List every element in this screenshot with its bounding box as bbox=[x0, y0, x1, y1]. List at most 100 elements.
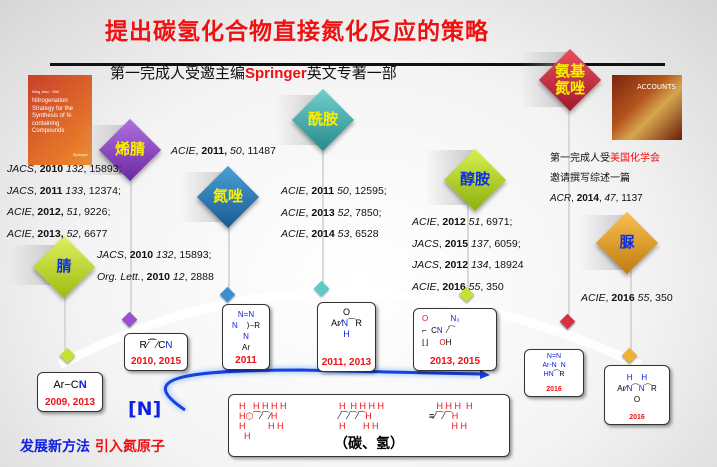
reference: JACS, 2010 132, 15893; bbox=[7, 163, 122, 175]
slogan-part2: 引入氮原子 bbox=[94, 439, 165, 455]
ref-journal: Org. Lett. bbox=[97, 270, 141, 283]
ref-journal: JACS bbox=[7, 163, 34, 175]
ref-journal: ACIE bbox=[412, 280, 437, 293]
reference: ACIE, 2012, 51, 9226; bbox=[7, 206, 111, 218]
azole-label: 氮唑 bbox=[212, 187, 243, 205]
alkenyl-nitrile-refs: JACS, 2010 132, 15893;JACS, 2011 133, 12… bbox=[7, 159, 121, 245]
ref-volume: 132 bbox=[155, 249, 174, 261]
ref-year: 2010 bbox=[39, 163, 64, 175]
timeline-stem bbox=[467, 205, 469, 295]
ref-volume: 51 bbox=[468, 216, 481, 228]
ref-journal: ACIE bbox=[581, 292, 606, 304]
ref-year: 2012, bbox=[37, 206, 64, 218]
accounts-journal-cover: ACCOUNTS bbox=[612, 75, 682, 140]
timeline-stem bbox=[130, 175, 132, 320]
ref-page: 9226; bbox=[84, 206, 111, 218]
acs-note-text: 第一完成人受 bbox=[550, 153, 610, 164]
alkenyl-nitrile-label: 烯腈 bbox=[114, 140, 145, 158]
ref-volume: 132 bbox=[65, 163, 84, 175]
amino-alcohol-label: 醇胺 bbox=[459, 170, 490, 188]
reference: ACIE, 2011, 50, 11487 bbox=[171, 145, 276, 157]
ref-page: 350 bbox=[486, 280, 504, 293]
structure-years: 2011, 2013 bbox=[321, 357, 372, 368]
amino-alcohol-refs: ACIE, 2012 51, 6971;JACS, 2015 137, 6059… bbox=[412, 212, 524, 298]
urea-refs: ACIE, 2016 55, 350 bbox=[581, 288, 673, 310]
timeline-stem bbox=[630, 268, 632, 356]
ref-journal: ACIE bbox=[412, 216, 437, 228]
aminoazole-label-line2: 氮唑 bbox=[554, 79, 585, 98]
aminoazole-label-line1: 氨基 bbox=[554, 62, 585, 80]
ref-year: 2013 bbox=[311, 206, 335, 219]
acs-invitation-note: 第一完成人受美国化学会 邀请撰写综述一篇 ACR, 2014, 47, 1137 bbox=[550, 149, 660, 209]
acs-note-highlight: 美国化学会 bbox=[610, 153, 660, 164]
slogan-part1: 发展新方法 bbox=[20, 439, 90, 455]
reference: ACIE, 2016 55, 350 bbox=[412, 280, 504, 293]
ref-volume: 137 bbox=[470, 237, 489, 250]
ref-year: 2011, bbox=[201, 145, 228, 157]
ref-volume: 50 bbox=[229, 145, 242, 157]
timeline-stem bbox=[64, 290, 66, 355]
ref-journal: JACS bbox=[412, 259, 439, 271]
ref-page: 6528 bbox=[355, 228, 379, 240]
timeline-stem bbox=[228, 222, 230, 295]
blue-arrow bbox=[163, 368, 481, 412]
ref-volume: 133 bbox=[65, 184, 83, 197]
ref-year: 2010 bbox=[146, 270, 170, 283]
ref-volume: 52 bbox=[337, 206, 350, 219]
subtitle-highlight: Springer bbox=[245, 65, 307, 82]
ref-page: 6971; bbox=[486, 216, 513, 228]
ref-journal: JACS bbox=[7, 184, 34, 197]
ref-year: 2015 bbox=[444, 237, 469, 250]
ref-volume: 51 bbox=[66, 206, 79, 218]
ref-page: 2888 bbox=[190, 270, 214, 283]
structure-years: 2016 bbox=[629, 414, 645, 421]
urea-label: 脲 bbox=[619, 233, 635, 251]
ref-page: 11487 bbox=[247, 145, 276, 157]
timeline-stem bbox=[322, 146, 324, 289]
nitrile-label: 腈 bbox=[56, 257, 72, 275]
reference: Org. Lett., 2010 12, 2888 bbox=[97, 270, 214, 283]
ref-page: 18924 bbox=[494, 259, 524, 271]
ref-volume: 134 bbox=[470, 259, 489, 271]
ref-page: 12374; bbox=[88, 184, 121, 197]
subtitle: 第一完成人受邀主编Springer英文专著一部 bbox=[110, 62, 397, 83]
structure-years: 2009, 2013 bbox=[44, 397, 96, 408]
ref-page: 15893; bbox=[179, 249, 212, 261]
book-title: Nitrogenation Strategy for the Synthesis… bbox=[32, 98, 74, 134]
hydrocarbon-label: （碳、氢） bbox=[334, 435, 404, 451]
reference: ACIE, 2013, 52, 6677 bbox=[7, 227, 108, 240]
ref-volume: 53 bbox=[337, 228, 350, 240]
ref-journal: ACIE bbox=[281, 206, 306, 219]
nitrogen-source-label: [N] bbox=[128, 398, 162, 420]
title-divider bbox=[50, 63, 665, 66]
timeline-stem bbox=[568, 106, 570, 322]
ref-year: 2016 bbox=[442, 280, 466, 293]
subtitle-suffix: 英文专著一部 bbox=[306, 64, 397, 82]
ref-page: 15893; bbox=[89, 163, 122, 175]
structure-years: 2013, 2015 bbox=[429, 356, 481, 367]
slide-title: 提出碳氢化合物直接氮化反应的策略 bbox=[105, 19, 489, 45]
ref-journal: ACIE bbox=[281, 185, 306, 197]
acr-ref: ACR, 2014, 47, 1137 bbox=[550, 193, 643, 204]
ref-page: 350 bbox=[655, 292, 673, 304]
reference: ACIE, 2011 50, 12595; bbox=[281, 185, 387, 197]
ref-journal: JACS bbox=[97, 249, 124, 261]
ref-volume: 55 bbox=[468, 280, 481, 293]
ref-page: 1137 bbox=[621, 193, 643, 204]
ref-journal: ACIE bbox=[281, 228, 306, 240]
nitrile-refs: JACS, 2010 132, 15893;Org. Lett., 2010 1… bbox=[97, 245, 214, 288]
azole-refs: ACIE, 2011, 50, 11487 bbox=[171, 141, 276, 163]
ref-volume: 52 bbox=[66, 227, 79, 240]
amide-label: 酰胺 bbox=[307, 110, 338, 128]
ref-year: 2014 bbox=[576, 193, 599, 204]
